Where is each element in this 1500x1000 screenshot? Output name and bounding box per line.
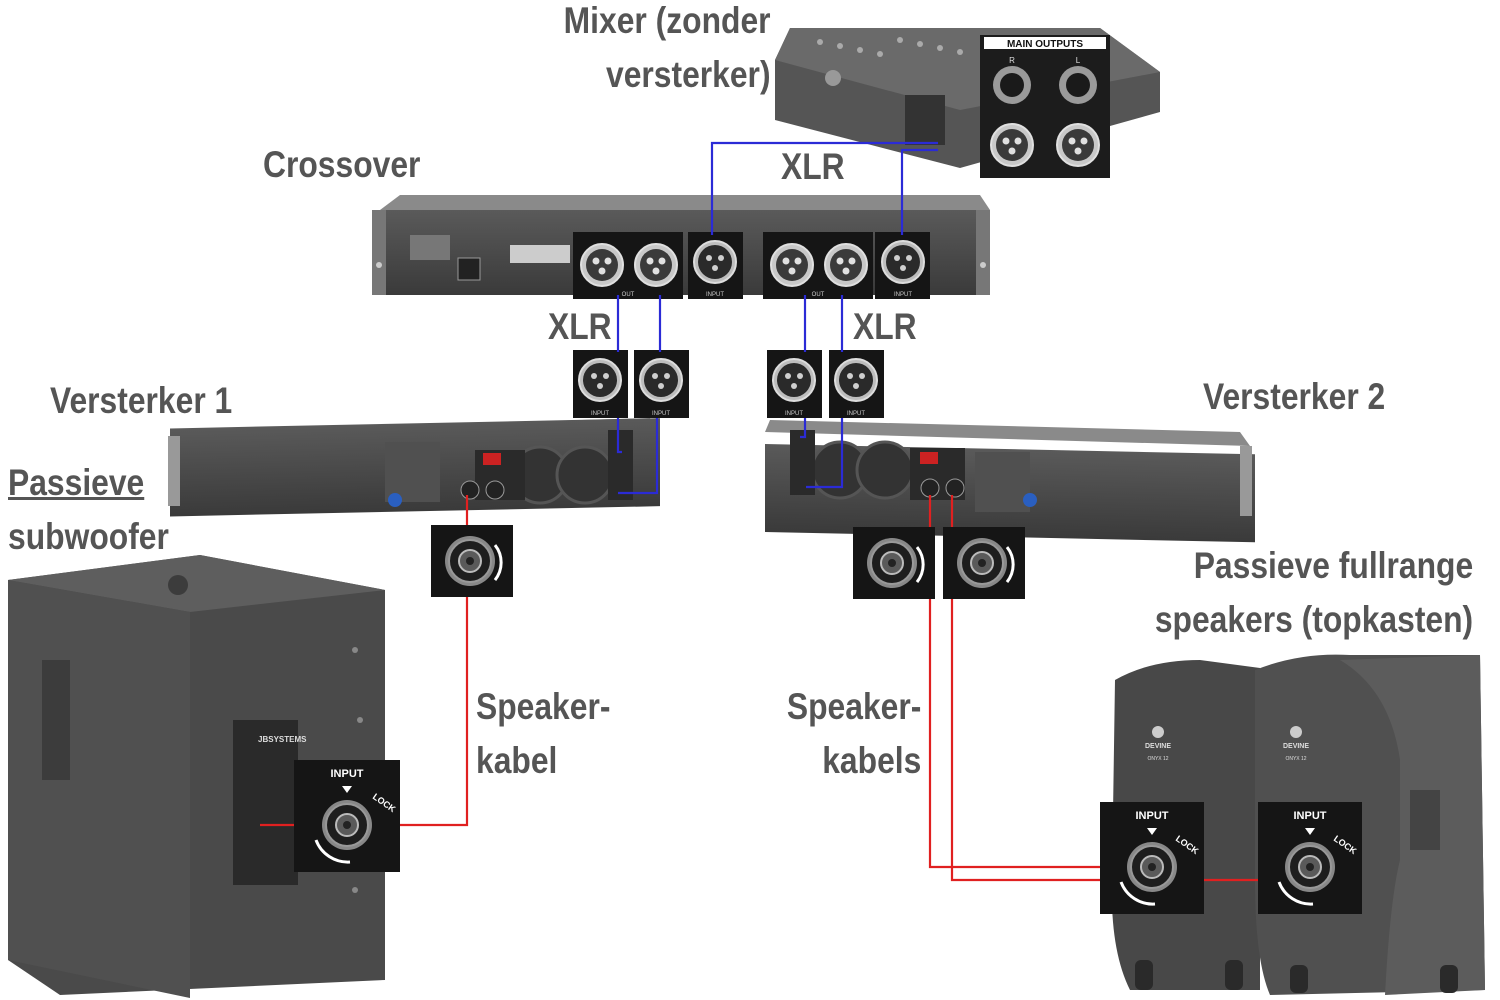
svg-text:L: L: [1076, 56, 1081, 65]
xlr-cable-amp2-in-b: [806, 418, 844, 489]
amplifier-2-device: [765, 420, 1255, 543]
subwoofer-device: JBSYSTEMS INPUT LOCK: [8, 555, 400, 998]
xlr-cable-amp1-in-a: [616, 418, 622, 454]
subwoofer-label-line2: subwoofer: [8, 516, 169, 557]
svg-text:JBSYSTEMS: JBSYSTEMS: [258, 735, 307, 744]
xlr-cable-mixer-to-crossover-right: [900, 148, 938, 235]
speaker-cable-amp2-to-top-b: [950, 599, 1100, 882]
svg-text:INPUT: INPUT: [652, 411, 670, 417]
svg-text:INPUT: INPUT: [1294, 810, 1327, 822]
amplifier-2-label: Versterker 2: [1203, 376, 1386, 417]
xlr-cable-amp1-in-b: [618, 418, 659, 495]
svg-text:INPUT: INPUT: [785, 411, 803, 417]
crossover-label: Crossover: [263, 144, 421, 185]
crossover-outputs-right: OUT: [763, 232, 873, 299]
speaker-cable-amp2-to-top-a: [928, 599, 1100, 869]
fullrange-label-line1: Passieve fullrange: [1193, 545, 1473, 586]
mixer-label: Mixer (zonder versterker): [564, 0, 771, 102]
speaker-2-input-panel: INPUT LOCK: [1258, 802, 1362, 914]
speaker-1-input-panel: INPUT LOCK: [1100, 802, 1204, 914]
speaker-cable-right-line1: Speaker-: [786, 686, 921, 727]
svg-text:INPUT: INPUT: [591, 411, 609, 417]
svg-text:INPUT: INPUT: [706, 292, 724, 298]
svg-text:INPUT: INPUT: [847, 411, 865, 417]
speaker-cable-left-line1: Speaker-: [476, 686, 611, 727]
speaker-cable-label-right: Speaker- kabels: [787, 680, 921, 788]
main-outputs-label: MAIN OUTPUTS: [1007, 39, 1083, 50]
mixer-label-line2: versterker): [606, 54, 771, 95]
xlr-label-right: XLR: [853, 306, 917, 347]
svg-text:INPUT: INPUT: [1136, 810, 1169, 822]
speaker-cable-left-line2: kabel: [476, 740, 558, 781]
mixer-label-line1: Mixer (zonder: [564, 0, 771, 41]
svg-text:OUT: OUT: [812, 292, 825, 298]
svg-text:DEVINE: DEVINE: [1145, 743, 1171, 750]
amp2-speaker-outputs: [853, 527, 1025, 599]
mixer-device: MAIN OUTPUTS R L: [775, 28, 1160, 240]
svg-text:ONYX 12: ONYX 12: [1285, 756, 1306, 762]
amplifier-1-label: Versterker 1: [50, 380, 233, 421]
speaker-cable-right-line2: kabels: [821, 740, 921, 781]
speaker-cable-amp1-to-sub: [400, 597, 469, 827]
xlr-label-top: XLR: [781, 146, 845, 187]
fullrange-speakers-device: DEVINE ONYX 12 DEVINE ONYX 12 INPUT LOCK…: [1100, 654, 1485, 995]
speaker-badge-2: DEVINE ONYX 12: [1283, 726, 1309, 762]
svg-text:OUT: OUT: [622, 292, 635, 298]
xlr-cable-amp2-in-a: [800, 418, 807, 439]
svg-text:R: R: [1009, 56, 1015, 65]
mixer-main-outputs-panel: MAIN OUTPUTS R L: [980, 35, 1110, 178]
xlr-cables: [616, 141, 938, 495]
amplifier-1-device: [168, 418, 660, 517]
svg-text:INPUT: INPUT: [894, 292, 912, 298]
amp1-xlr-inputs: INPUT INPUT: [573, 350, 689, 418]
amp2-xlr-inputs: INPUT INPUT: [767, 350, 884, 418]
speaker-cable-label-left: Speaker- kabel: [476, 680, 610, 788]
crossover-input-left: INPUT: [688, 232, 743, 299]
xlr-label-left: XLR: [548, 306, 612, 347]
xlr-cable-mixer-to-crossover-left: [710, 141, 938, 235]
crossover-input-right: INPUT: [875, 232, 930, 299]
subwoofer-label: Passieve subwoofer: [8, 456, 169, 564]
svg-text:DEVINE: DEVINE: [1283, 743, 1309, 750]
crossover-outputs-left: OUT: [573, 232, 683, 299]
subwoofer-input-panel: INPUT LOCK: [294, 760, 400, 872]
amp1-speaker-output: [431, 525, 513, 597]
fullrange-speakers-label: Passieve fullrange speakers (topkasten): [1155, 539, 1473, 647]
speaker-badge-1: DEVINE ONYX 12: [1145, 726, 1171, 762]
svg-text:ONYX 12: ONYX 12: [1147, 756, 1168, 762]
svg-text:INPUT: INPUT: [331, 768, 364, 780]
crossover-device: OUT INPUT OUT INPUT: [372, 195, 990, 299]
speaker-cables: [260, 495, 1258, 882]
fullrange-label-line2: speakers (topkasten): [1154, 599, 1473, 640]
subwoofer-label-line1: Passieve: [8, 462, 145, 503]
